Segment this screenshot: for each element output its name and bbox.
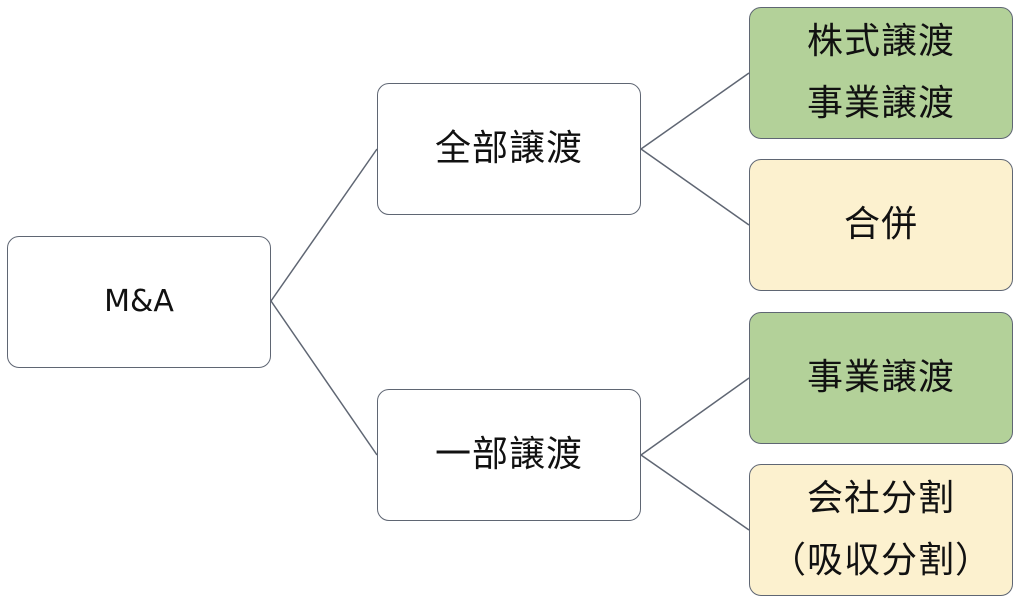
connector-branch-0-to-leaf-0 [640, 72, 750, 150]
root-node: M&A [7, 236, 271, 368]
root-label: M&A [104, 284, 174, 319]
leaf-label: 株式譲渡 [806, 21, 955, 62]
leaf-label: 事業譲渡 [806, 83, 955, 124]
connector-branch-0-to-leaf-1 [640, 148, 750, 226]
connector-root-to-branch-0 [270, 148, 378, 302]
branch-node-full-transfer: 全部譲渡 [377, 83, 641, 215]
branch-node-partial-transfer: 一部譲渡 [377, 389, 641, 521]
leaf-label: 会社分割 [806, 478, 955, 519]
leaf-node-merger: 合併 [749, 159, 1013, 291]
leaf-node-business-transfer: 事業譲渡 [749, 312, 1013, 444]
connector-branch-1-to-leaf-1 [640, 454, 750, 531]
branch-label: 全部譲渡 [434, 128, 583, 169]
branch-label: 一部譲渡 [434, 434, 583, 475]
leaf-label: 事業譲渡 [806, 357, 955, 398]
leaf-node-company-split: 会社分割 （吸収分割） [749, 464, 1013, 596]
connector-branch-1-to-leaf-0 [640, 377, 750, 456]
connector-root-to-branch-1 [270, 300, 378, 456]
leaf-label: （吸収分割） [769, 540, 992, 581]
leaf-label: 合併 [843, 204, 918, 245]
leaf-node-stock-business-transfer: 株式譲渡 事業譲渡 [749, 7, 1013, 139]
